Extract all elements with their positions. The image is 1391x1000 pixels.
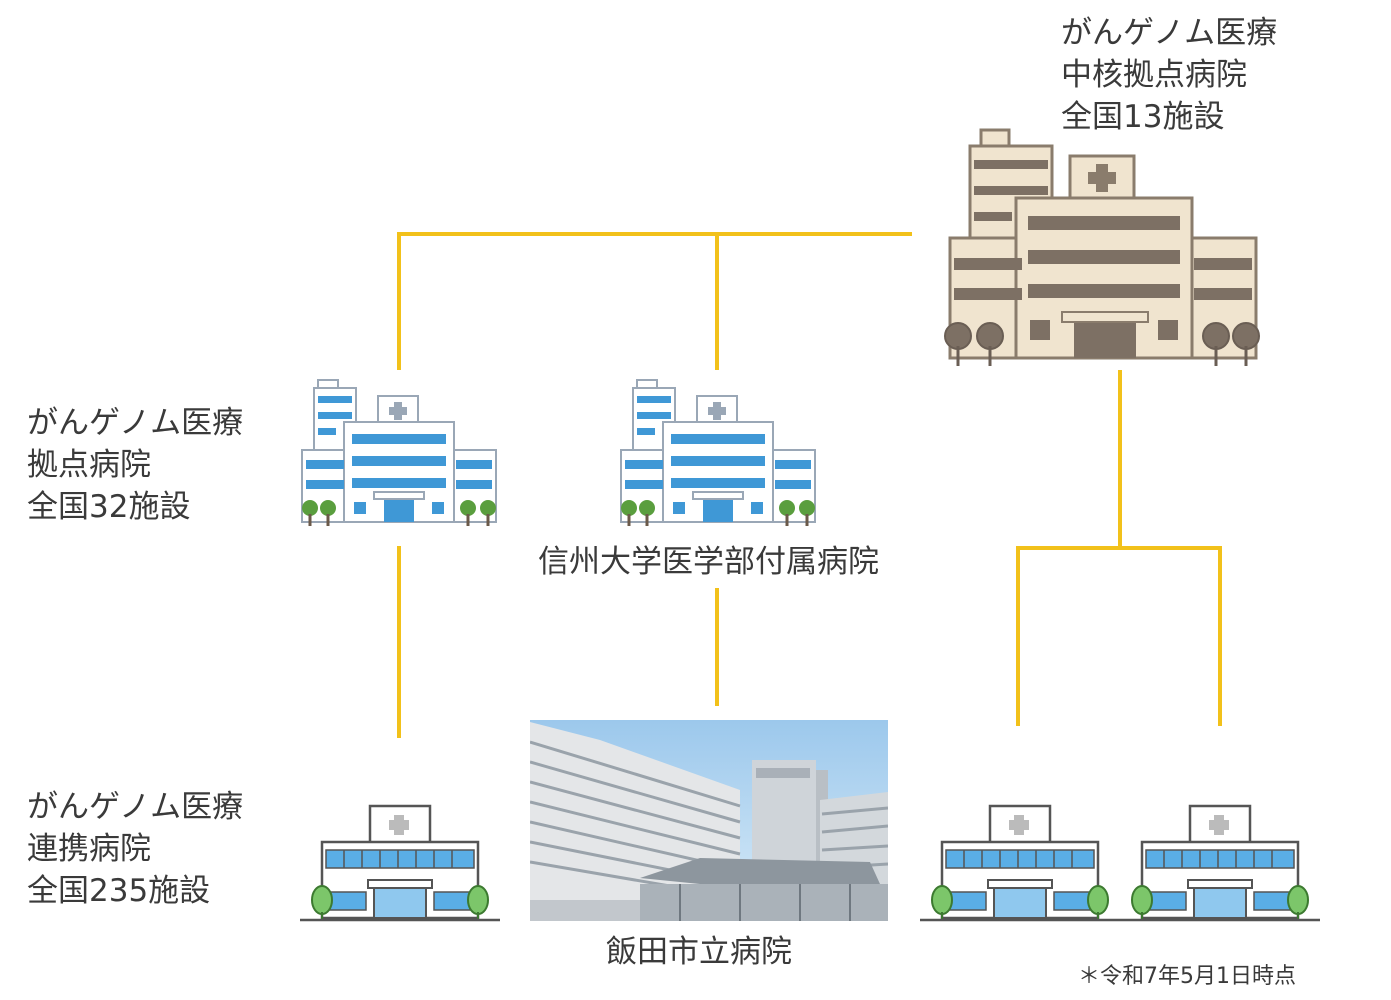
core-to-base-connector	[397, 232, 912, 370]
cooperating-hospital-label-line: がんゲノム医療	[27, 789, 244, 825]
footnote: ＊令和7年5月1日時点	[1078, 964, 1296, 989]
cooperating-hospital-label: がんゲノム医療 連携病院 全国235施設	[27, 786, 243, 912]
base-hospital-label-line: 拠点病院	[27, 447, 151, 483]
base-hospital-label-line: がんゲノム医療	[27, 405, 244, 441]
base-hospital-label-line: 全国32施設	[27, 489, 191, 525]
core-hospital-label: がんゲノム医療 中核拠点病院 全国13施設	[1061, 12, 1277, 138]
core-hospital-label-line: 中核拠点病院	[1061, 57, 1247, 93]
iida-hospital-name: 飯田市立病院	[606, 934, 792, 970]
core-hospital-label-line: がんゲノム医療	[1061, 15, 1278, 51]
shinshu-hospital-name: 信州大学医学部付属病院	[538, 544, 879, 580]
core-hospital-label-line: 全国13施設	[1061, 99, 1225, 135]
cooperating-hospital-label-line: 連携病院	[27, 831, 151, 867]
base-hospital-label: がんゲノム医療 拠点病院 全国32施設	[27, 402, 243, 528]
core-to-cooperating-branch	[1016, 546, 1222, 726]
cooperating-hospital-label-line: 全国235施設	[27, 873, 211, 909]
